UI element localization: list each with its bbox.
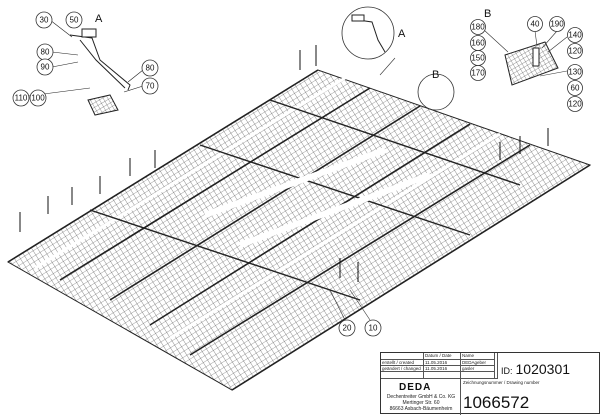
created-label: erstellt / created	[381, 360, 424, 366]
drawing-number-label: Zeichnungsnummer / Drawing number	[463, 380, 540, 385]
id-field: ID:1020301	[501, 361, 570, 377]
changed-label: geändert / changed	[381, 366, 424, 372]
callout-120: 120	[567, 43, 583, 59]
callout-180: 180	[470, 19, 486, 35]
svg-text:80: 80	[41, 48, 50, 57]
callout-80b: 80	[141, 59, 159, 77]
drawing-number: 1066572	[463, 393, 530, 412]
callout-70: 70	[141, 77, 159, 95]
created-name: DEDAgeber	[461, 360, 495, 366]
detail-b-label: B	[484, 8, 491, 20]
detail-b-main-label: B	[432, 69, 439, 81]
detail-a-label: A	[95, 13, 103, 25]
callout-90: 90	[36, 58, 54, 76]
company-city: 86663 Asbach-Bäumenheim	[389, 406, 453, 412]
svg-text:140: 140	[568, 31, 582, 40]
company-street: Mertinger Str. 60	[402, 400, 440, 406]
callout-130: 130	[567, 64, 583, 80]
svg-text:180: 180	[471, 23, 485, 32]
svg-text:190: 190	[550, 20, 564, 29]
svg-text:10: 10	[369, 324, 378, 333]
svg-text:130: 130	[568, 68, 582, 77]
svg-text:160: 160	[471, 39, 485, 48]
callout-110: 110	[12, 89, 30, 107]
detail-a-main-label: A	[398, 28, 406, 40]
svg-text:120: 120	[568, 47, 582, 56]
callout-10: 10	[364, 319, 382, 337]
id-value: 1020301	[515, 361, 571, 377]
svg-text:110: 110	[15, 94, 28, 103]
callout-30: 30	[35, 11, 53, 29]
svg-text:50: 50	[70, 16, 79, 25]
created-date: 11.05.2016	[424, 360, 461, 366]
company-name: Dechentreiter GmbH & Co. KG	[386, 394, 456, 400]
svg-text:60: 60	[571, 84, 580, 93]
callout-190: 190	[549, 16, 565, 32]
id-label: ID:	[501, 366, 513, 376]
svg-text:120: 120	[568, 100, 582, 109]
svg-text:150: 150	[471, 54, 485, 63]
deda-logo: DEDA	[399, 382, 432, 393]
grating-platform	[7, 45, 592, 391]
callout-40: 40	[527, 16, 543, 32]
callout-140: 140	[567, 27, 583, 43]
callout-50: 50	[65, 11, 83, 29]
header-name: Name	[461, 353, 495, 360]
callout-60: 60	[567, 80, 583, 96]
svg-text:30: 30	[40, 16, 49, 25]
detail-b-zoom-circle	[417, 73, 455, 111]
detail-a-zoom-circle	[341, 6, 395, 60]
callout-100: 100	[29, 89, 47, 107]
detail-b-view	[483, 29, 568, 86]
svg-text:20: 20	[343, 324, 352, 333]
callout-20: 20	[338, 319, 356, 337]
svg-text:90: 90	[41, 63, 50, 72]
svg-text:40: 40	[531, 20, 540, 29]
callout-150: 150	[470, 50, 486, 66]
svg-text:170: 170	[471, 69, 485, 78]
svg-text:70: 70	[146, 82, 155, 91]
svg-text:100: 100	[31, 94, 45, 103]
callout-160: 160	[470, 35, 486, 51]
title-block: Datum / Date Name erstellt / created 11.…	[380, 352, 600, 415]
callout-170: 170	[470, 65, 486, 81]
changed-date: 11.05.2016	[424, 366, 461, 372]
detail-a-view	[27, 19, 144, 116]
svg-text:80: 80	[146, 64, 155, 73]
changed-name: gasler	[461, 366, 495, 372]
header-date: Datum / Date	[424, 353, 461, 360]
callout-120b: 120	[567, 96, 583, 112]
callout-80: 80	[36, 43, 54, 61]
